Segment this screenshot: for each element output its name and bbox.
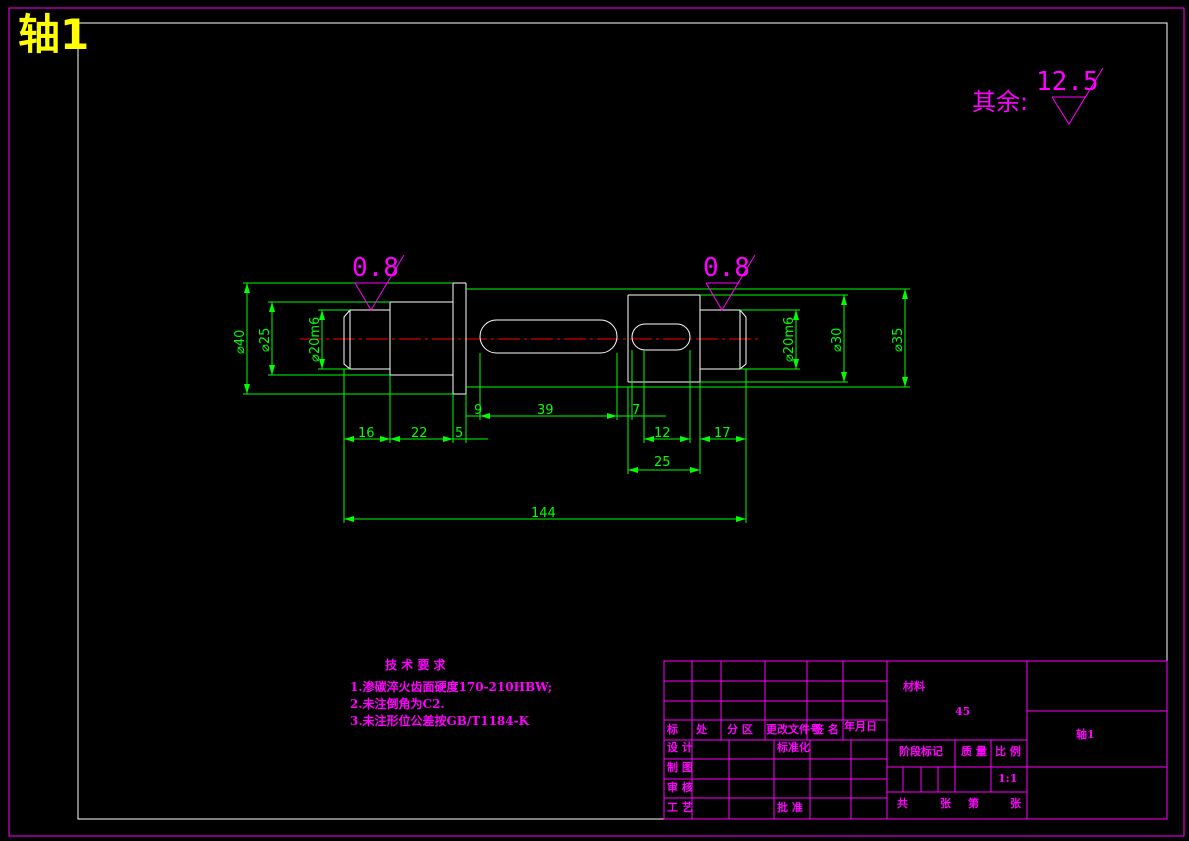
roughness-prefix: 其余: <box>972 88 1028 116</box>
standard-label: 标准化 <box>776 740 810 754</box>
tech-req-title: 技 术 要 求 <box>385 657 447 672</box>
dimension-arrows <box>244 283 908 522</box>
dimension-lines <box>243 282 910 523</box>
dimension-labels: 9 39 7 16 22 5 12 17 25 144 <box>358 403 731 521</box>
material-label: 材料 <box>903 679 925 693</box>
title-block <box>663 660 1168 820</box>
roughness-symbol-icon <box>1051 67 1104 125</box>
diameter-labels: ⌀40 ⌀25 ⌀20m6 ⌀20m6 ⌀30 ⌀35 <box>233 317 906 362</box>
approve-label: 批 准 <box>777 800 803 814</box>
dim-7: 7 <box>632 403 640 418</box>
dim-dia-30: ⌀30 <box>830 328 845 352</box>
weight-label: 质 量 <box>961 744 987 758</box>
rev-header-5: 签 名 <box>812 722 839 736</box>
general-roughness: 其余: 12.5 <box>972 67 1104 125</box>
sheet-label: 张 <box>940 796 952 810</box>
dim-17: 17 <box>714 426 731 441</box>
roughness-left-value: 0.8 <box>352 253 399 283</box>
tech-requirements: 技 术 要 求 1.渗碳淬火齿面硬度170-210HBW; 2.未注倒角为C2.… <box>350 657 552 728</box>
rev-header-3: 分 区 <box>727 722 753 736</box>
inner-frame <box>77 22 1168 820</box>
drawing-frame <box>8 7 1185 837</box>
left-end-chamfer <box>343 309 351 370</box>
keyway-short <box>631 323 691 351</box>
outer-frame <box>8 7 1185 837</box>
tech-req-item-1: 1.渗碳淬火齿面硬度170-210HBW; <box>350 679 552 694</box>
title-block-text: 材料 45 轴1 标 处 分 区 更改文件号 签 名 年月日 设 计 标准化 制… <box>666 679 1095 814</box>
stage-label: 阶段标记 <box>899 744 943 758</box>
dim-dia-40: ⌀40 <box>233 330 248 354</box>
nth-label: 第 <box>968 796 979 810</box>
local-roughness: 0.8 0.8 <box>352 253 756 311</box>
design-label: 设 计 <box>667 740 693 754</box>
dim-dia-20m6-right: ⌀20m6 <box>782 317 797 362</box>
roughness-left-icon <box>354 254 405 311</box>
right-end-chamfer <box>739 309 747 370</box>
rev-header-4: 更改文件号 <box>766 722 821 736</box>
dim-22: 22 <box>411 426 428 441</box>
draw-label: 制 图 <box>667 760 693 774</box>
rev-header-6: 年月日 <box>844 719 877 733</box>
tech-req-item-3: 3.未注形位公差按GB/T1184-K <box>350 713 530 728</box>
scale-value: 1:1 <box>998 772 1017 785</box>
dim-9: 9 <box>474 403 482 418</box>
material-value: 45 <box>955 705 970 718</box>
total-label: 共 <box>897 796 908 810</box>
dim-12: 12 <box>654 426 671 441</box>
dim-25: 25 <box>654 455 671 470</box>
dim-5: 5 <box>455 426 463 441</box>
roughness-right-icon <box>705 254 756 311</box>
check-label: 审 核 <box>667 780 693 794</box>
dim-39: 39 <box>537 403 554 418</box>
dim-dia-20m6-left: ⌀20m6 <box>308 317 323 362</box>
scale-label: 比 例 <box>995 744 1021 758</box>
dim-dia-35: ⌀35 <box>891 328 906 352</box>
tech-req-item-2: 2.未注倒角为C2. <box>350 696 445 711</box>
keyway-long <box>479 319 618 354</box>
dim-dia-25: ⌀25 <box>258 328 273 352</box>
rev-header-1: 标 <box>666 722 678 736</box>
process-label: 工 艺 <box>667 800 693 814</box>
sheet-label-2: 张 <box>1010 796 1022 810</box>
dim-16: 16 <box>358 426 375 441</box>
dim-144: 144 <box>531 506 556 521</box>
roughness-value: 12.5 <box>1036 67 1099 97</box>
part-name: 轴1 <box>1076 727 1095 741</box>
sheet-title: 轴1 <box>18 10 90 59</box>
rev-header-2: 处 <box>695 722 708 736</box>
roughness-right-value: 0.8 <box>703 253 750 283</box>
